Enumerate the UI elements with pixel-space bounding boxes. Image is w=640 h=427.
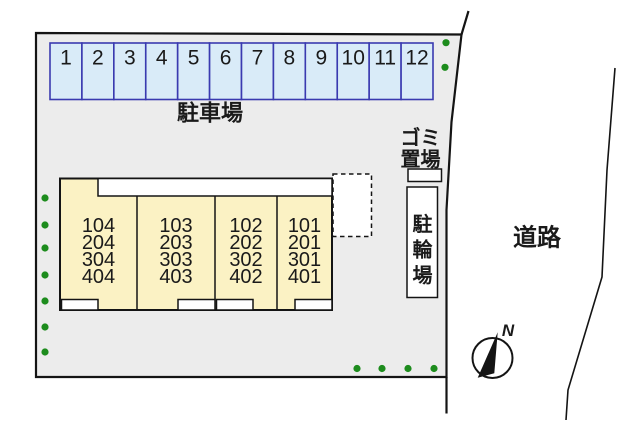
- room-number: 202: [229, 232, 262, 254]
- parking-stall-3: [113, 42, 147, 101]
- dashed-area-outline: [332, 173, 373, 238]
- room-number: 102: [229, 215, 262, 237]
- room-number: 304: [82, 249, 115, 271]
- bicycle-label-char: 駐: [413, 212, 433, 236]
- tree-dot-icon: [41, 221, 49, 229]
- road-label: 道路: [513, 224, 562, 252]
- tree-dot-icon: [41, 323, 49, 331]
- stall-number: 2: [92, 47, 104, 70]
- stall-number: 1: [60, 47, 72, 70]
- bicycle-label-char: 輪: [413, 238, 434, 262]
- parking-stall-12: [400, 42, 434, 101]
- tree-dot-icon: [41, 297, 49, 305]
- tree-dot-icon: [41, 244, 49, 252]
- room-number: 201: [288, 232, 321, 254]
- room-number: 101: [288, 215, 321, 237]
- room-number: 302: [229, 249, 262, 271]
- parking-stall-9: [304, 42, 339, 101]
- room-number: 401: [288, 266, 321, 288]
- stall-number: 7: [252, 47, 264, 70]
- tree-dot-icon: [430, 364, 438, 373]
- room-number: 402: [229, 266, 262, 288]
- garbage-area-label-line1: ゴミ: [401, 126, 441, 150]
- tree-dot-icon: [353, 364, 361, 373]
- parking-stall-10: [336, 42, 370, 101]
- room-number: 404: [82, 266, 115, 288]
- parking-stall-8: [272, 42, 307, 101]
- parking-area-label: 駐車場: [177, 101, 243, 126]
- entrance-rect: [294, 298, 333, 311]
- stall-number: 5: [188, 47, 200, 70]
- parking-stall-1: [49, 42, 83, 101]
- tree-dot-icon: [442, 39, 450, 47]
- stall-number: 3: [124, 47, 136, 70]
- garbage-area-label-line2: 置場: [401, 148, 441, 171]
- building-corridor-strip: [97, 177, 333, 197]
- room-number: 104: [82, 215, 115, 237]
- bicycle-parking-box: [406, 186, 439, 299]
- tree-dot-icon: [441, 63, 449, 71]
- parking-stall-7: [240, 42, 275, 101]
- room-number: 303: [159, 249, 192, 271]
- tree-dot-icon: [41, 271, 49, 279]
- parking-stall-2: [81, 42, 115, 101]
- entrance-rect: [60, 298, 99, 311]
- stall-number: 9: [315, 47, 327, 70]
- tree-dot-icon: [404, 364, 412, 373]
- tree-dot-icon: [41, 194, 49, 202]
- road-edge-line: [565, 67, 616, 421]
- entrance-rect: [177, 298, 216, 311]
- tree-dot-icon: [41, 348, 49, 356]
- boundary-extension-top: [460, 10, 470, 35]
- stall-number: 6: [220, 47, 232, 70]
- stall-number: 11: [374, 47, 396, 70]
- stall-number: 12: [405, 47, 428, 70]
- room-number: 203: [159, 232, 192, 254]
- compass-north-label: N: [502, 321, 515, 340]
- garbage-area-box: [407, 168, 443, 183]
- room-number: 103: [159, 215, 192, 237]
- greenery-dots: [41, 39, 450, 373]
- entrance-rect: [215, 298, 254, 311]
- compass-needle-icon: [477, 332, 498, 378]
- room-number: 204: [82, 232, 115, 254]
- bicycle-label-char: 場: [413, 264, 433, 287]
- stall-number: 4: [156, 47, 168, 70]
- stall-number: 10: [342, 47, 365, 70]
- building-outline: [59, 177, 333, 311]
- room-number: 403: [159, 266, 192, 288]
- room-number: 301: [288, 249, 321, 271]
- bicycle-parking-label: 駐輪場: [413, 212, 434, 287]
- tree-dot-icon: [378, 364, 386, 373]
- compass: N: [471, 321, 515, 379]
- stall-number: 8: [284, 47, 296, 70]
